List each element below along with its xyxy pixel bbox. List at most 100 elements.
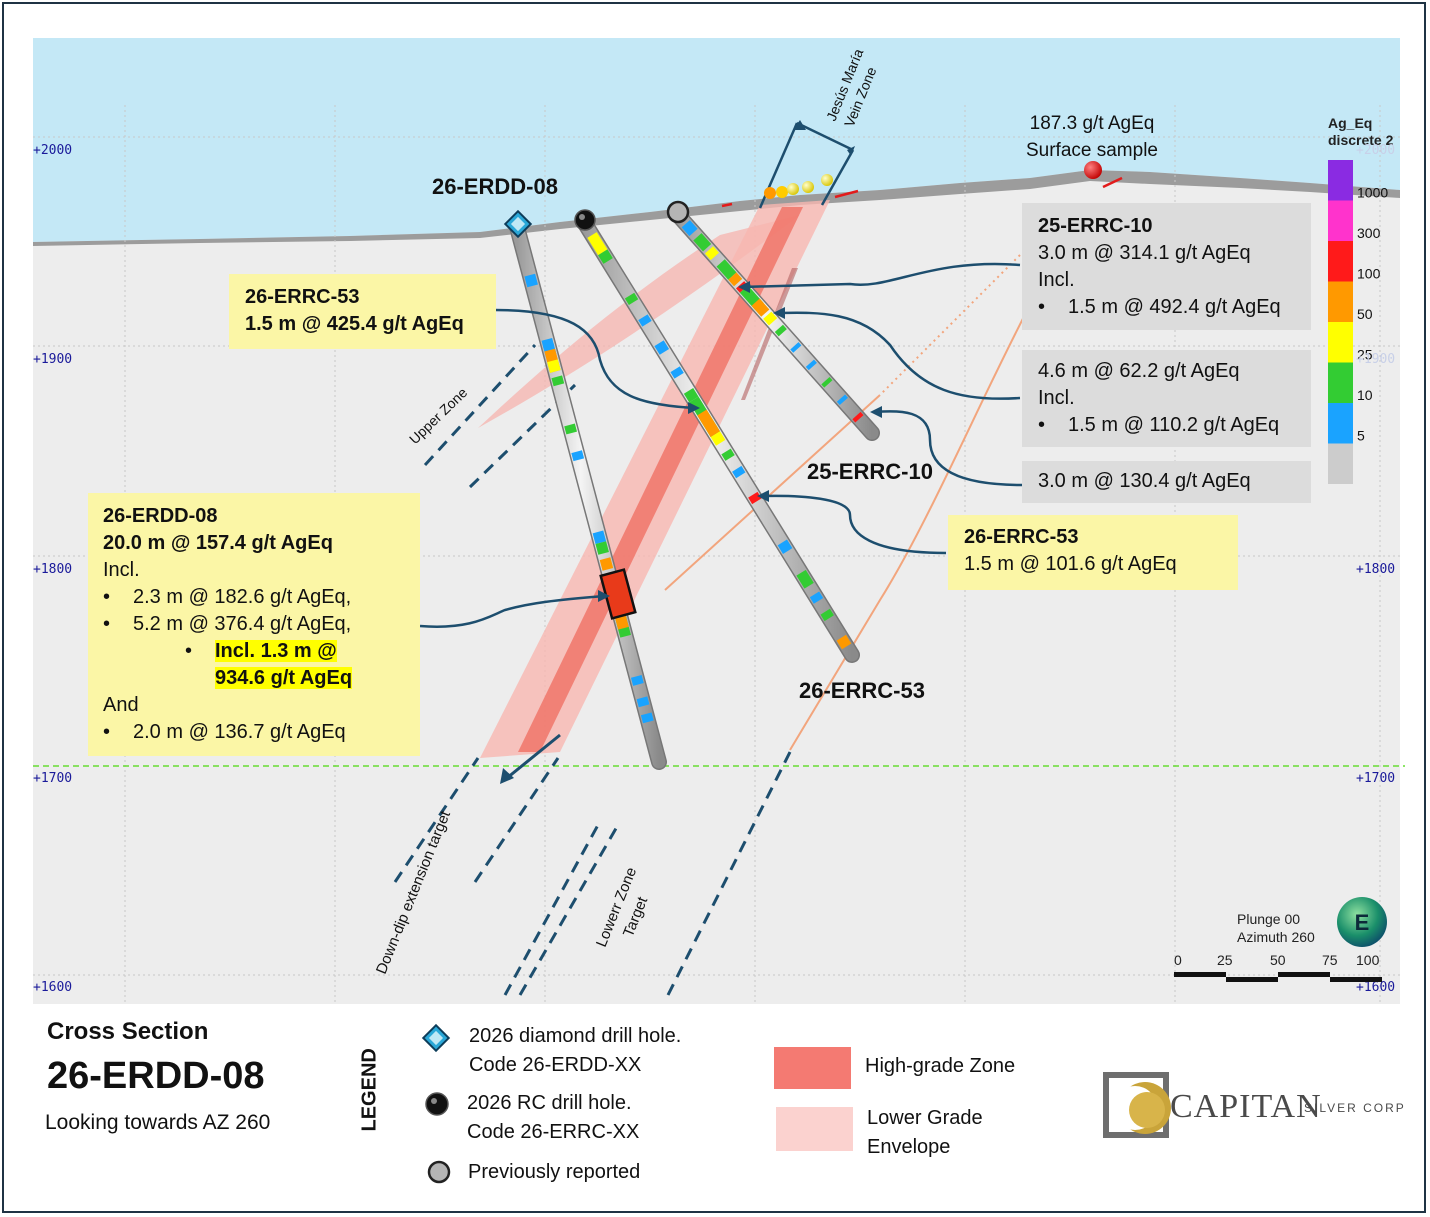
assay-band bbox=[820, 608, 834, 622]
elev-right-1900: +1900 bbox=[1356, 352, 1395, 367]
sky-area bbox=[33, 38, 1400, 242]
assay-band bbox=[748, 491, 762, 505]
assay-band bbox=[751, 298, 770, 317]
assay-band bbox=[809, 591, 824, 604]
legend-rc-line1: 2026 RC drill hole. bbox=[467, 1092, 632, 1114]
color-scale-swatch bbox=[1328, 160, 1353, 201]
caption-looking: Looking towards AZ 260 bbox=[45, 1111, 271, 1134]
assay-band bbox=[638, 314, 652, 327]
legend-previous-text: Previously reported bbox=[468, 1161, 641, 1183]
drillhole-26-ERDD-08 bbox=[509, 219, 667, 770]
logo-wordmark: CAPITAN bbox=[1170, 1088, 1322, 1125]
assay-band bbox=[732, 465, 746, 479]
high-grade-zone bbox=[518, 207, 803, 752]
surface-sample-value: 187.3 g/t AgEq bbox=[1030, 113, 1155, 134]
assay-band bbox=[721, 448, 735, 461]
callout-bullet-highlight: •Incl. 1.3 m @934.6 g/t AgEq bbox=[185, 640, 353, 689]
callout-line: And bbox=[103, 694, 139, 716]
assay-band bbox=[805, 359, 817, 371]
callout-line: 1.5 m @ 101.6 g/t AgEq bbox=[964, 553, 1177, 575]
callout-bullet: 1.5 m @ 110.2 g/t AgEq bbox=[1038, 412, 1311, 439]
color-scale-swatch bbox=[1328, 281, 1353, 322]
assay-band bbox=[636, 696, 650, 708]
elev-left-1600: +1600 bbox=[33, 980, 72, 995]
assay-band bbox=[640, 712, 654, 724]
color-scale-title-1: Ag_Eq bbox=[1328, 115, 1372, 131]
callout-errc10-b: 4.6 m @ 62.2 g/t AgEq Incl. 1.5 m @ 110.… bbox=[1022, 350, 1311, 447]
assay-band bbox=[599, 557, 614, 571]
assay-band bbox=[710, 431, 726, 446]
callout-errc53-upper: 26-ERRC-53 1.5 m @ 425.4 g/t AgEq bbox=[229, 274, 496, 349]
vein-zone-arrow-right bbox=[847, 146, 855, 156]
callout-highlight-1: Incl. 1.3 m @ bbox=[215, 640, 337, 662]
assay-band bbox=[624, 292, 639, 305]
logo-subtext: SILVER CORP bbox=[1304, 1101, 1406, 1115]
assay-band bbox=[683, 387, 699, 403]
legend-lg-line1: Lower Grade bbox=[867, 1107, 983, 1129]
color-scale-label: 10 bbox=[1357, 387, 1373, 403]
callout-arrowheads bbox=[598, 281, 882, 602]
capitan-logo-icon bbox=[1103, 1072, 1171, 1138]
color-scale-swatch bbox=[1328, 200, 1353, 241]
callout-line: Incl. bbox=[103, 559, 140, 581]
color-scale-label: 50 bbox=[1357, 306, 1373, 322]
assay-band bbox=[704, 246, 719, 261]
assay-band bbox=[821, 377, 833, 388]
elevation-labels: +2000 +1900 +1800 +1700 +1600 +2000 +190… bbox=[33, 143, 1395, 995]
assay-band bbox=[763, 311, 778, 326]
color-scale-swatch bbox=[1328, 322, 1353, 363]
callout-bullet: 2.3 m @ 182.6 g/t AgEq, bbox=[103, 584, 420, 611]
legend-lg-line2: Envelope bbox=[867, 1136, 951, 1158]
assay-band bbox=[618, 626, 631, 638]
assay-band bbox=[547, 359, 561, 373]
caption-hole-id: 26-ERDD-08 bbox=[47, 1055, 265, 1097]
legend-lg-swatch bbox=[776, 1107, 853, 1151]
callout-errc10-a: 25-ERRC-10 3.0 m @ 314.1 g/t AgEq Incl. … bbox=[1022, 203, 1311, 330]
color-scale-swatch bbox=[1328, 403, 1353, 444]
down-dip-arrowhead bbox=[500, 768, 514, 784]
callout-line: 1.5 m @ 425.4 g/t AgEq bbox=[245, 313, 464, 335]
elev-right-1600: +1600 bbox=[1356, 980, 1395, 995]
assay-band bbox=[836, 394, 848, 406]
caption-cross-section: Cross Section bbox=[47, 1018, 209, 1045]
scale-tick-25: 25 bbox=[1217, 952, 1233, 968]
collar-diamond-icon bbox=[503, 209, 533, 239]
scale-tick-0: 0 bbox=[1174, 952, 1182, 968]
callout-line: 3.0 m @ 314.1 g/t AgEq bbox=[1038, 242, 1251, 264]
structure-traces bbox=[664, 254, 1031, 751]
assay-band bbox=[595, 541, 609, 555]
color-scale-swatch bbox=[1328, 443, 1353, 484]
callout-line: 20.0 m @ 157.4 g/t AgEq bbox=[103, 532, 333, 554]
compass-globe-icon bbox=[1337, 897, 1387, 947]
assay-band bbox=[681, 220, 698, 237]
assay-band bbox=[670, 366, 684, 379]
callout-title: 26-ERDD-08 bbox=[103, 505, 218, 527]
scale-tick-100: 100 bbox=[1356, 952, 1380, 968]
collar-previous-icon bbox=[666, 200, 690, 224]
callout-bullet: 1.5 m @ 492.4 g/t AgEq bbox=[1038, 294, 1311, 321]
compass-letter: E bbox=[1355, 910, 1370, 935]
surface-sample-red-icon bbox=[1084, 161, 1102, 179]
callout-title: 26-ERRC-53 bbox=[245, 286, 360, 308]
surface-sample-dots bbox=[764, 174, 833, 199]
legend-previous-icon bbox=[427, 1160, 451, 1184]
callout-bullet: 2.0 m @ 136.7 g/t AgEq bbox=[103, 719, 420, 746]
callout-errc10-c: 3.0 m @ 130.4 g/t AgEq bbox=[1022, 461, 1311, 503]
callout-line: Incl. bbox=[1038, 387, 1075, 409]
elev-left-1900: +1900 bbox=[33, 352, 72, 367]
assay-band bbox=[796, 569, 814, 589]
elev-right-1800: +1800 bbox=[1356, 562, 1395, 577]
assay-band bbox=[592, 530, 607, 545]
callout-line: 4.6 m @ 62.2 g/t AgEq bbox=[1038, 360, 1240, 382]
elev-right-2000: +2000 bbox=[1356, 143, 1395, 158]
color-scale-swatch bbox=[1328, 241, 1353, 282]
color-scale-label: 25 bbox=[1357, 347, 1373, 363]
assay-band bbox=[774, 324, 787, 337]
assay-band bbox=[852, 411, 864, 423]
callout-title: 26-ERRC-53 bbox=[964, 526, 1079, 548]
legend-rc-line2: Code 26-ERRC-XX bbox=[467, 1121, 640, 1143]
vein-zone-arrow-left bbox=[793, 120, 806, 130]
assay-band bbox=[524, 273, 538, 288]
